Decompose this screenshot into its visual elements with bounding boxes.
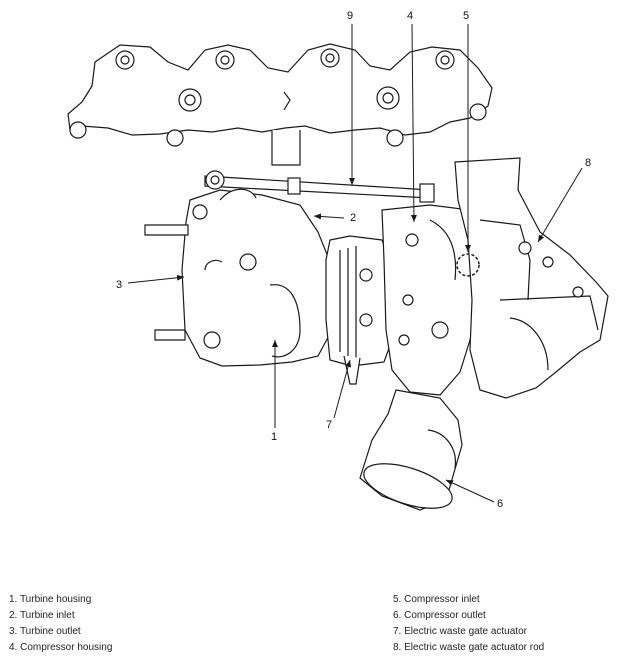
legend-item: 3. Turbine outlet: [9, 626, 81, 637]
legend-item: 5. Compressor inlet: [393, 594, 480, 605]
compressor-outlet-pipe: [359, 389, 463, 511]
callout-8: 8: [585, 157, 591, 169]
compressor-inlet-highlight: [456, 253, 480, 277]
legend-item: 1. Turbine housing: [9, 594, 92, 605]
legend-item: 6. Compressor outlet: [393, 610, 486, 621]
waste-gate-actuator: [454, 157, 609, 399]
legend-item: 4. Compressor housing: [9, 642, 113, 653]
legend-left-column: 1. Turbine housing 2. Turbine inlet 3. T…: [9, 592, 112, 656]
leader-lines: [127, 23, 583, 503]
callout-1: 1: [271, 431, 277, 443]
exhaust-manifold: [67, 43, 493, 166]
callout-7: 7: [326, 419, 332, 431]
actuator-rod: [204, 170, 435, 203]
center-housing: [325, 235, 393, 385]
legend-right-column: 5. Compressor inlet 6. Compressor outlet…: [393, 592, 544, 656]
callout-2: 2: [350, 212, 356, 224]
compressor-housing: [381, 204, 481, 396]
callout-9: 9: [347, 10, 353, 22]
callout-6: 6: [497, 498, 503, 510]
callout-3: 3: [116, 279, 122, 291]
callout-5: 5: [463, 10, 469, 22]
legend-item: 2. Turbine inlet: [9, 610, 75, 621]
legend-item: 7. Electric waste gate actuator: [393, 626, 527, 637]
callout-numbers: 1 2 3 4 5 6 7 8 9: [116, 10, 591, 510]
legend-item: 8. Electric waste gate actuator rod: [393, 642, 545, 653]
callout-4: 4: [407, 10, 413, 22]
turbocharger-diagram: 1 2 3 4 5 6 7 8 9: [67, 10, 609, 511]
turbine-housing: [144, 188, 333, 367]
